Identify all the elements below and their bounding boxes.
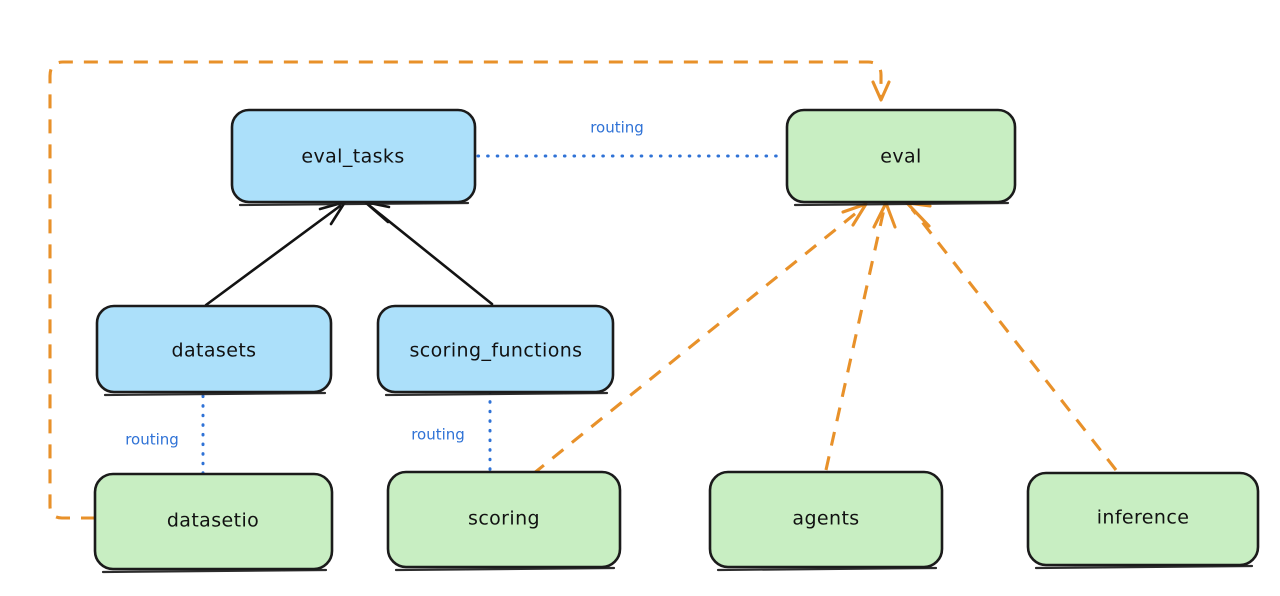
node-shadow: [793, 201, 1010, 207]
node-box: [376, 304, 615, 394]
node-datasets[interactable]: datasets: [95, 304, 333, 397]
node-label: agents: [792, 508, 859, 530]
node-scoring_functions[interactable]: scoring_functions: [376, 304, 615, 397]
node-scoring[interactable]: scoring: [386, 470, 622, 572]
arrowhead: [905, 201, 932, 228]
node-shadow: [1034, 564, 1254, 570]
edge-labels-group: routing routing routing: [125, 119, 644, 449]
node-box: [95, 304, 333, 394]
node-shadow: [716, 566, 938, 572]
node-eval_tasks[interactable]: eval_tasks: [230, 108, 477, 207]
arrowhead: [871, 80, 891, 102]
node-box: [93, 472, 334, 571]
solid-edges-group: [204, 200, 494, 307]
edge-datasetio-eval: [48, 60, 891, 520]
node-label: eval_tasks: [301, 146, 404, 168]
node-eval[interactable]: eval: [785, 108, 1017, 207]
node-label: scoring_functions: [410, 340, 583, 362]
arrowhead: [872, 201, 897, 229]
node-label: eval: [880, 146, 921, 168]
node-label: scoring: [468, 508, 540, 530]
node-shadow: [238, 201, 470, 207]
node-label: inference: [1097, 507, 1190, 529]
node-box: [386, 470, 622, 569]
edge-scoring_functions-eval_tasks: [363, 200, 494, 306]
node-datasetio[interactable]: datasetio: [93, 472, 334, 574]
node-shadow: [384, 391, 609, 397]
edge-inference-eval: [905, 201, 1118, 471]
node-box: [230, 108, 477, 204]
edge-label-routing-left: routing: [125, 431, 179, 449]
node-shadow: [101, 568, 328, 574]
node-shadow: [103, 391, 327, 397]
arrowhead: [363, 200, 391, 224]
node-agents[interactable]: agents: [708, 470, 944, 572]
node-box: [785, 108, 1017, 204]
edge-label-routing-middle: routing: [411, 426, 465, 444]
node-inference[interactable]: inference: [1026, 471, 1260, 570]
node-shadow: [394, 566, 616, 572]
node-box: [1026, 471, 1260, 567]
edge-label-routing-top: routing: [590, 119, 644, 137]
edge-agents-eval: [824, 201, 897, 471]
node-box: [708, 470, 944, 569]
routing-edges-group: [201, 154, 786, 478]
node-label: datasets: [172, 340, 257, 362]
node-label: datasetio: [167, 510, 259, 532]
edge-datasets-eval_tasks: [204, 200, 347, 307]
